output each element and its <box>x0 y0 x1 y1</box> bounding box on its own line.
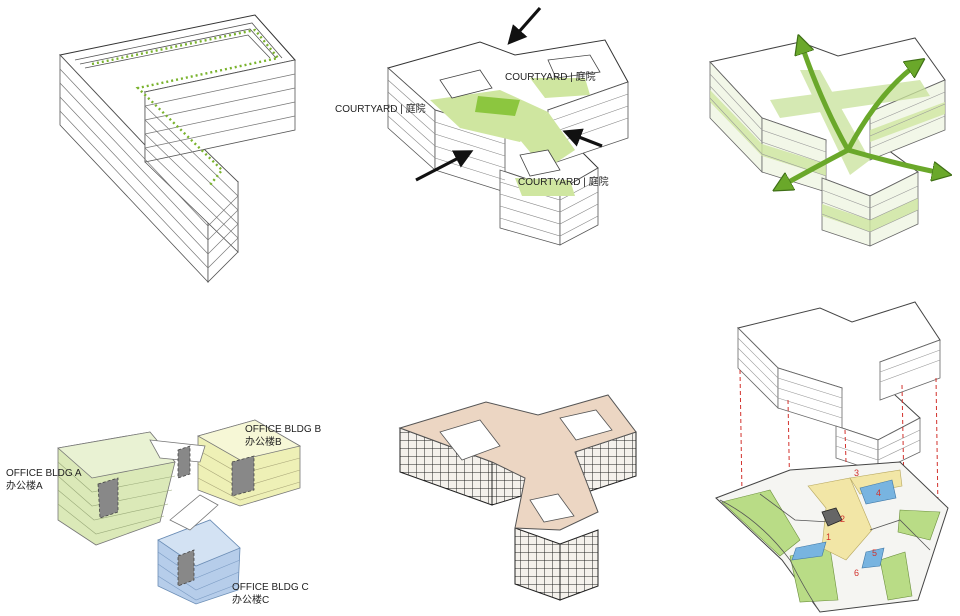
site-number-6: 6 <box>854 568 859 578</box>
office-connector-bridges <box>149 439 219 531</box>
wind-arrows <box>415 6 603 182</box>
courtyard-inner-voids <box>439 54 601 177</box>
office-b-label-zh: 办公楼B <box>245 435 282 448</box>
exploded-upper-floor-lines <box>737 337 941 461</box>
office-c-label-en: OFFICE BLDG C <box>232 582 309 593</box>
site-number-3: 3 <box>854 468 859 478</box>
circulation-dotted-path <box>91 28 281 186</box>
panel-facade-massing <box>398 394 637 601</box>
courtyard-label-1: COURTYARD | 庭院 <box>505 70 596 83</box>
axes-floor-lines <box>709 73 946 233</box>
site-number-1: 1 <box>826 532 831 542</box>
panel-office-buildings: OFFICE BLDG A 办公楼A OFFICE BLDG B 办公楼B OF… <box>6 419 321 606</box>
view-axis-arrows <box>778 40 946 188</box>
site-number-2: 2 <box>840 514 845 524</box>
site-green-areas <box>721 489 941 603</box>
site-number-labels: 1 2 3 4 5 6 <box>826 468 881 578</box>
courtyard-floor-lines <box>387 79 629 237</box>
site-paths <box>719 493 931 613</box>
panel-courtyards: COURTYARD | 庭院 COURTYARD | 庭院 COURTYARD … <box>335 6 629 246</box>
office-a-top <box>57 431 176 479</box>
office-a-floor-lines <box>57 461 176 535</box>
panel-view-axes <box>709 38 946 247</box>
office-a-label-zh: 办公楼A <box>6 479 43 492</box>
panel-exploded-site: 1 2 3 4 5 6 <box>715 301 949 613</box>
site-number-4: 4 <box>876 488 881 498</box>
panel-circulation-loop <box>59 14 296 284</box>
l-block-inner-edge <box>74 22 283 69</box>
office-b-label-en: OFFICE BLDG B <box>245 424 321 435</box>
facade-roof-voids <box>439 409 613 523</box>
office-c-label-zh: 办公楼C <box>232 593 269 606</box>
office-c-floor-lines <box>157 551 241 601</box>
site-number-5: 5 <box>872 548 877 558</box>
office-b-top <box>196 419 302 461</box>
courtyard-green-accent <box>475 96 520 116</box>
l-block-floor-lines <box>59 68 296 269</box>
site-water-pools <box>791 479 897 569</box>
facade-walls <box>399 427 637 601</box>
courtyard-label-3: COURTYARD | 庭院 <box>518 175 609 188</box>
office-cores <box>97 445 255 587</box>
courtyard-label-2: COURTYARD | 庭院 <box>335 102 426 115</box>
l-block-floors <box>59 53 296 284</box>
office-a-label-en: OFFICE BLDG A <box>6 468 82 479</box>
